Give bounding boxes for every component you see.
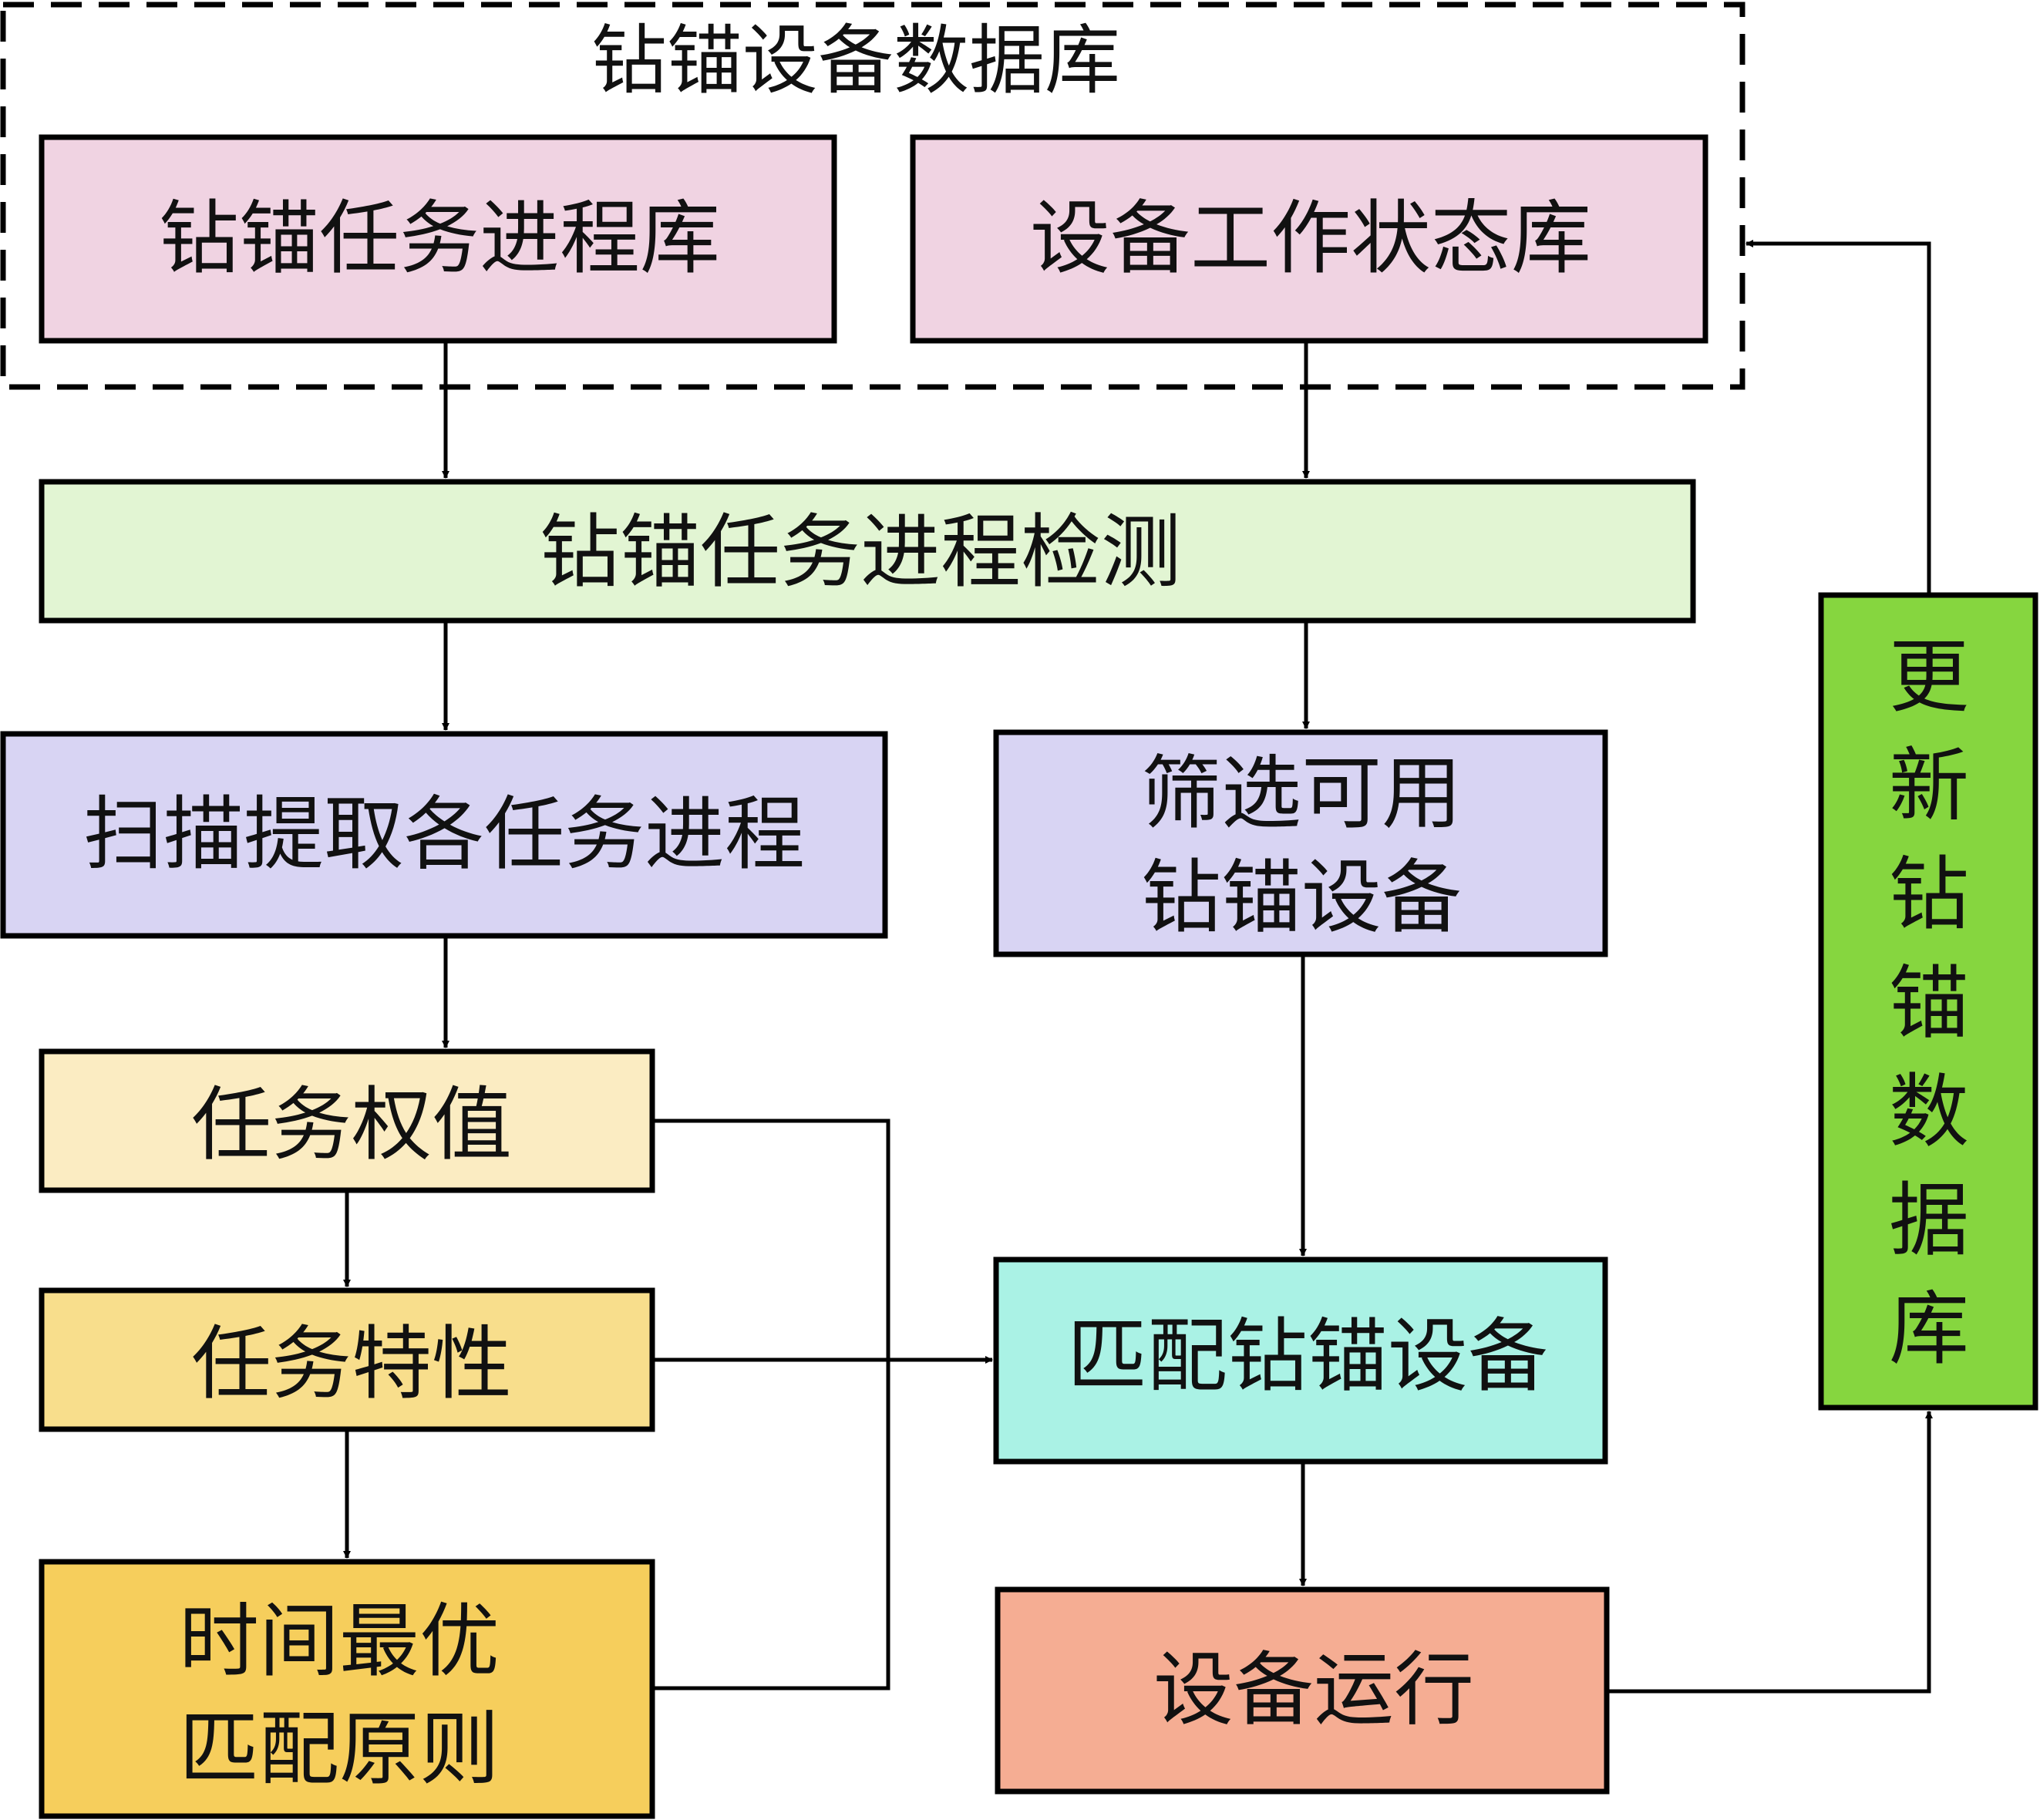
node-equipment-operation: 设备运行 (995, 1586, 1610, 1795)
node-time-optimal-line-1: 时间最优 (179, 1594, 500, 1688)
node-match-equipment-box (993, 1257, 1608, 1465)
node-task-weight-box (39, 1048, 655, 1193)
node-match-equipment-label: 匹配钻锚设备 (1067, 1309, 1548, 1403)
node-update-db-char-2: 新 (1889, 738, 1969, 833)
node-scan-extract-tasks-box (0, 731, 888, 939)
node-equipment-operation-box (995, 1586, 1610, 1795)
node-task-progress-db: 钻锚任务进程库 (39, 134, 837, 344)
node-update-db-box (1818, 592, 2038, 1411)
edges (343, 240, 1933, 1694)
equipment-database-group: 钻锚设备数据库 (0, 2, 1745, 390)
node-scan-extract-tasks: 扫描提取各任务进程 (0, 731, 888, 939)
edge-equipment-operation-to-update-db (1607, 1411, 1933, 1694)
node-time-optimal: 时间最优 匹配原则 (39, 1559, 655, 1819)
node-match-equipment: 匹配钻锚设备 (993, 1257, 1608, 1465)
node-task-progress-detection-box (39, 479, 1696, 624)
node-equipment-status-db-box (910, 134, 1708, 344)
node-task-characteristics-label: 任务特性 (191, 1317, 512, 1411)
node-update-db-char-1: 更 (1889, 630, 1969, 724)
node-task-weight-label: 任务权值 (191, 1078, 512, 1172)
node-equipment-status-db: 设备工作状态库 (910, 134, 1708, 344)
node-equipment-status-db-label: 设备工作状态库 (1030, 191, 1591, 285)
node-update-db-char-6: 据 (1889, 1173, 1969, 1267)
node-task-progress-detection-label: 钻锚任务进程检测 (540, 505, 1181, 599)
node-update-db-char-3: 钻 (1889, 847, 1969, 941)
node-update-db-char-4: 锚 (1889, 956, 1969, 1050)
equipment-database-group-border (0, 2, 1745, 390)
node-filter-available-line-2: 钻锚设备 (1141, 850, 1462, 944)
node-task-progress-detection: 钻锚任务进程检测 (39, 479, 1696, 624)
node-time-optimal-line-2: 匹配原则 (179, 1702, 500, 1796)
node-task-characteristics: 任务特性 (39, 1287, 655, 1432)
node-equipment-operation-label: 设备运行 (1153, 1643, 1474, 1737)
edge-update-db-to-group (1745, 240, 1931, 595)
node-scan-extract-tasks-label: 扫描提取各任务进程 (83, 787, 805, 881)
node-filter-available-line-1: 筛选可用 (1141, 746, 1462, 840)
node-filter-available: 筛选可用 钻锚设备 (993, 729, 1608, 957)
edge-task-weight-to-bracket (652, 1119, 890, 1690)
node-update-db-char-5: 数 (1889, 1065, 1969, 1159)
node-task-weight: 任务权值 (39, 1048, 655, 1193)
node-task-progress-db-label: 钻锚任务进程库 (159, 191, 720, 285)
node-task-progress-db-box (39, 134, 837, 344)
node-filter-available-box (993, 729, 1608, 957)
node-update-db: 更 新 钻 锚 数 据 库 (1818, 592, 2038, 1411)
node-update-db-char-7: 库 (1889, 1282, 1969, 1376)
equipment-database-group-title: 钻锚设备数据库 (591, 17, 1120, 105)
